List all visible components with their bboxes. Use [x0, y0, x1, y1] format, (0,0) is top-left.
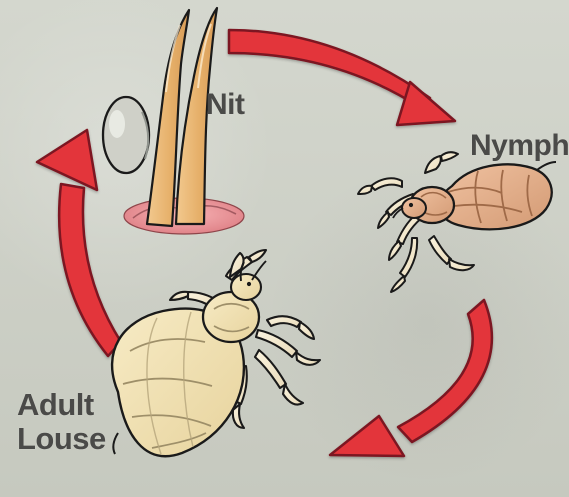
nit-stage: [103, 8, 244, 234]
cycle-arrow-icon: [330, 300, 492, 456]
nymph-label: Nymph: [470, 131, 569, 161]
nit-egg-icon: [103, 97, 149, 173]
adult-louse-icon: [112, 250, 320, 456]
cycle-arrow-icon: [229, 30, 455, 125]
nit-label: Nit: [206, 90, 245, 120]
cycle-arrow-icon: [37, 130, 121, 356]
nymph-louse-icon: [358, 152, 556, 292]
adult-louse-label: Adult Louse: [17, 388, 106, 456]
